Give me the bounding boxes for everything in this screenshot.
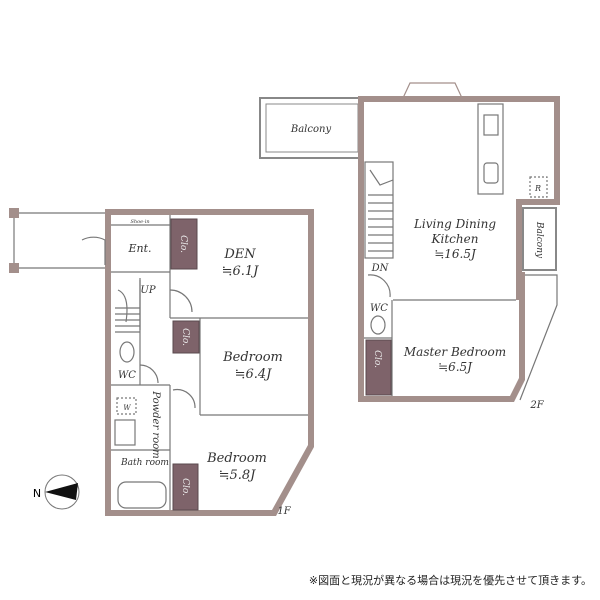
stairs-1f <box>115 289 140 333</box>
master-bedroom-label: Master Bedroom <box>403 345 506 359</box>
floor-2-label: 2F <box>529 400 544 411</box>
toilet-icon <box>370 315 386 335</box>
bay-window <box>402 82 463 99</box>
shoe-in-label: Shoe-in <box>130 219 149 225</box>
sink-icon <box>114 419 136 446</box>
master-bedroom-size: ≒6.5J <box>438 360 473 374</box>
fridge-label: R <box>534 184 541 193</box>
den-label: DEN <box>223 247 256 262</box>
kitchen-sink-icon <box>483 162 499 184</box>
balcony-right <box>522 207 557 271</box>
up-label: UP <box>140 285 155 296</box>
compass-north-label: N <box>33 487 41 500</box>
bath-room-label: Bath room <box>120 458 169 468</box>
interior-walls-1f <box>111 215 308 510</box>
floor-1-label: 1F <box>277 506 291 517</box>
wc-door <box>139 364 159 384</box>
entrance-door <box>81 236 106 265</box>
bathtub-icon <box>117 481 167 509</box>
stairs-2f <box>364 161 394 259</box>
closet-label: Clo. <box>180 478 190 496</box>
wc-label: WC <box>118 370 136 381</box>
side-terrace <box>519 274 558 401</box>
wc-door <box>367 274 391 298</box>
den-size: ≒6.1J <box>222 264 260 279</box>
floor-2: Balcony Balcony Living Dining Kitchen ≒1… <box>259 82 560 411</box>
wc-label: WC <box>370 303 388 314</box>
washer-box <box>116 397 137 415</box>
powder-room-label: Powder room <box>150 390 161 459</box>
compass-icon: N <box>33 474 80 510</box>
entrance-label: Ent. <box>127 242 151 255</box>
floor-1: Ent. Shoe-in DEN ≒6.1J Bedroom ≒6.4J Bed… <box>9 208 314 517</box>
den-door <box>169 289 193 313</box>
closet-label: Clo. <box>372 350 382 368</box>
interior-walls-2f <box>364 103 516 396</box>
ldk-label-line1: Living Dining <box>413 217 496 231</box>
closet-bedroom1 <box>172 320 200 354</box>
dn-label: DN <box>371 263 390 274</box>
balcony-label: Balcony <box>534 221 544 259</box>
toilet-icon <box>119 341 135 363</box>
stove-icon <box>483 114 499 136</box>
bedroom2-size: ≒5.8J <box>219 468 257 483</box>
closet-label: Clo. <box>180 328 190 346</box>
porch-post <box>9 263 19 273</box>
closet-master <box>365 339 392 396</box>
ldk-label-line2: Kitchen <box>431 232 479 246</box>
bedroom2-label: Bedroom <box>206 451 267 466</box>
porch-post <box>9 208 19 218</box>
balcony-label: Balcony <box>290 124 332 135</box>
fridge-box <box>529 176 548 198</box>
bedroom-door <box>172 388 196 409</box>
closet-den <box>170 218 198 270</box>
closet-bedroom2 <box>172 463 199 511</box>
washer-label: W <box>123 404 131 412</box>
bedroom1-size: ≒6.4J <box>235 367 273 382</box>
ldk-size: ≒16.5J <box>434 247 477 261</box>
bedroom1-label: Bedroom <box>222 350 283 365</box>
closet-label: Clo. <box>178 235 188 253</box>
outer-wall-2f <box>358 96 560 402</box>
footnote: ※図面と現況が異なる場合は現況を優先させて頂きます。 <box>308 574 592 587</box>
